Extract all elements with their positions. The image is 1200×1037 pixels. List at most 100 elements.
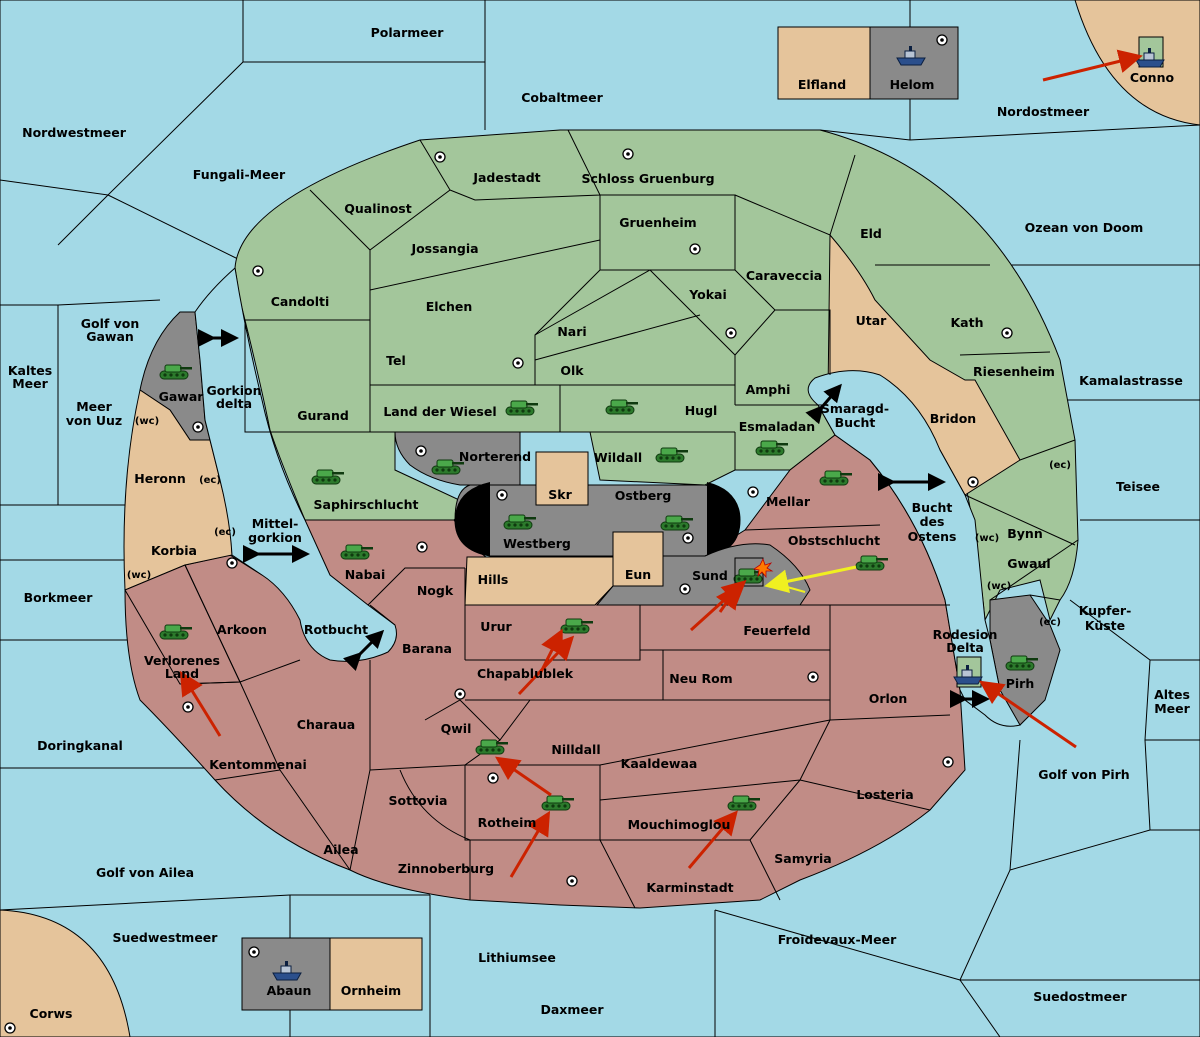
label-borkmeer: Borkmeer [24, 590, 94, 605]
label-gwaul: Gwaul [1007, 556, 1050, 571]
supply-center-icon [416, 541, 428, 553]
tank-icon[interactable] [755, 440, 789, 456]
region-ornheim[interactable] [329, 937, 423, 1011]
label-nogk: Nogk [417, 583, 454, 598]
tank-icon[interactable] [660, 515, 694, 531]
label-sund: Sund [692, 568, 728, 583]
supply-center-icon [415, 445, 427, 457]
supply-center-icon [967, 476, 979, 488]
tank-icon[interactable] [340, 544, 374, 560]
label-kamala: Kamalastrasse [1079, 373, 1183, 388]
move-arrow [539, 628, 563, 673]
label-riesenheim: Riesenheim [973, 364, 1055, 379]
eastern-inner-sea [807, 370, 1021, 727]
label-qualinost: Qualinost [344, 201, 411, 216]
supply-center-icon [936, 34, 948, 46]
label-barana: Barana [402, 641, 452, 656]
label-neurom: Neu Rom [669, 671, 732, 686]
region-elfland[interactable] [777, 26, 871, 100]
coast-wc: (wc) [975, 533, 999, 544]
tank-icon[interactable] [505, 400, 539, 416]
move-arrow [495, 756, 552, 797]
move-arrow [509, 810, 551, 878]
tank-icon[interactable] [159, 364, 193, 380]
tank-icon[interactable] [819, 470, 853, 486]
label-mouchimoglou: Mouchimoglou [628, 817, 731, 832]
label-fungali: Fungali-Meer [193, 167, 286, 182]
label-sottovia: Sottovia [389, 793, 448, 808]
label-wildall: Wildall [594, 450, 642, 465]
label-uuz-1: Meer [76, 399, 112, 414]
tank-icon[interactable] [475, 739, 509, 755]
label-mittelgorkion-2: gorkion [248, 530, 302, 545]
land-labels: Jadestadt Schloss Gruenburg Qualinost Gr… [30, 70, 1175, 1021]
label-wiesel: Land der Wiesel [383, 404, 496, 419]
label-losteria: Losteria [856, 787, 913, 802]
label-smaragd-2: Bucht [835, 415, 876, 430]
label-kupfer-2: Küste [1085, 618, 1125, 633]
coast-ec: (ec) [1049, 460, 1071, 471]
label-rodesion-2: Delta [946, 640, 984, 655]
label-rodesion-1: Rodesion [933, 627, 998, 642]
label-kaltes-2: Meer [12, 376, 48, 391]
tank-icon[interactable] [541, 795, 575, 811]
coast-labels: (wc) (ec) (ec) (wc) (ec) (wc) (wc) (ec) [127, 416, 1071, 628]
supply-center-icon [689, 243, 701, 255]
label-gruenheim: Gruenheim [619, 215, 696, 230]
label-amphi: Amphi [746, 382, 791, 397]
label-qwil: Qwil [441, 721, 472, 736]
coast-wc: (wc) [135, 416, 159, 427]
label-nordwestmeer: Nordwestmeer [22, 125, 127, 140]
tank-icon[interactable] [503, 514, 537, 530]
label-samyria: Samyria [774, 851, 832, 866]
label-westberg: Westberg [503, 536, 571, 551]
supply-center-icon [807, 671, 819, 683]
label-nordostmeer: Nordostmeer [997, 104, 1090, 119]
label-ailea: Ailea [323, 842, 358, 857]
tank-icon[interactable] [311, 469, 345, 485]
region-corws[interactable] [0, 909, 131, 1037]
order-arrows [179, 49, 1143, 878]
region-norterend-grey[interactable] [394, 431, 521, 486]
region-skr[interactable] [535, 451, 589, 506]
label-korbia: Korbia [151, 543, 197, 558]
double-arrows [198, 329, 990, 708]
move-arrow [179, 670, 222, 737]
label-rotbucht: Rotbucht [304, 622, 368, 637]
label-teisee: Teisee [1116, 479, 1160, 494]
label-arkoon: Arkoon [217, 622, 267, 637]
label-rotheim: Rotheim [478, 815, 537, 830]
support-arrow-tail [779, 584, 806, 593]
east-pass [707, 482, 740, 556]
tank-icon[interactable] [855, 555, 889, 571]
label-schloss: Schloss Gruenburg [581, 171, 714, 186]
label-kupfer-1: Kupfer- [1079, 603, 1132, 618]
move-arrow [715, 584, 740, 613]
label-karminstadt: Karminstadt [646, 880, 733, 895]
supply-center-icon [679, 583, 691, 595]
label-utar: Utar [856, 313, 888, 328]
coast-wc: (wc) [127, 570, 151, 581]
tank-icon[interactable] [560, 618, 594, 634]
tank-icon[interactable] [605, 399, 639, 415]
tank-icon[interactable] [1005, 655, 1039, 671]
supply-center-icon [747, 486, 759, 498]
supply-center-icon [454, 688, 466, 700]
label-heronn: Heronn [134, 471, 186, 486]
supply-center-icon [496, 489, 508, 501]
supply-center-icon [226, 557, 238, 569]
tank-icon[interactable] [159, 624, 193, 640]
label-eun: Eun [625, 567, 651, 582]
label-candolti: Candolti [271, 294, 330, 309]
tank-icon[interactable] [727, 795, 761, 811]
label-zinnoberburg: Zinnoberburg [398, 861, 494, 876]
tank-icon[interactable] [655, 447, 689, 463]
double-arrow [343, 629, 385, 671]
region-sund[interactable] [595, 543, 811, 606]
label-altes-1: Altes [1154, 687, 1190, 702]
label-bucht-3: Ostens [908, 529, 957, 544]
label-smaragd-1: Smaragd- [821, 401, 889, 416]
label-jossangia: Jossangia [410, 241, 478, 256]
label-urur: Urur [480, 619, 512, 634]
